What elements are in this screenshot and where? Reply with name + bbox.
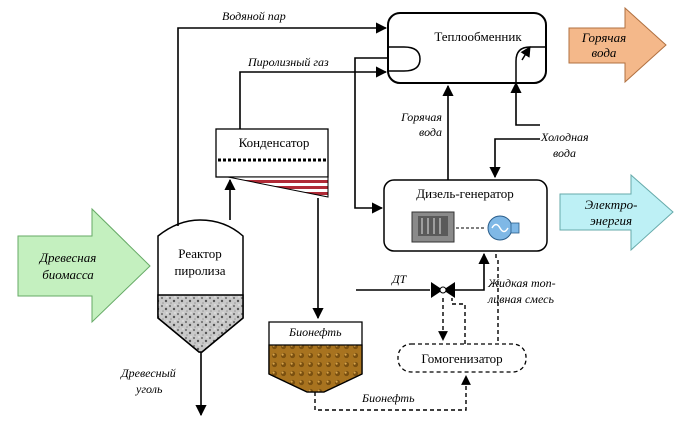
- biomass-big-arrow: Древесная биомасса: [17, 207, 151, 324]
- heat-exchanger-box: Теплообменник: [387, 12, 547, 84]
- hot-water-arrow-label-2: вода: [592, 45, 617, 60]
- homogenizer-label: Гомогенизатор: [421, 351, 502, 366]
- condenser-box: Конденсатор: [215, 128, 329, 198]
- reactor-label-2: пиролиза: [174, 263, 225, 278]
- hot-water-flow-label-2: вода: [419, 125, 442, 139]
- diesel-generator-box: Дизель-генератор: [383, 179, 548, 252]
- liquid-fuel-label-2: ливная смесь: [487, 292, 554, 306]
- charcoal-label-2: уголь: [135, 382, 163, 396]
- homogenizer-box: Гомогенизатор: [397, 343, 527, 373]
- flow-lines: [177, 22, 540, 417]
- bio-oil-flow-label: Бионефть: [361, 391, 415, 405]
- electricity-arrow-label-2: энергия: [590, 213, 632, 228]
- electricity-big-arrow: Электро- энергия: [559, 173, 674, 252]
- cold-water-label-2: вода: [553, 146, 576, 160]
- three-way-valve: [431, 282, 455, 298]
- dt-label: ДТ: [391, 272, 408, 286]
- charcoal-label-1: Древесный: [120, 366, 176, 380]
- condenser-label: Конденсатор: [239, 135, 310, 150]
- dashed-flows: [314, 254, 499, 411]
- biomass-arrow-label-1: Древесная: [38, 250, 97, 265]
- cold-water-label-1: Холодная: [540, 130, 589, 144]
- electricity-arrow-label-1: Электро-: [585, 197, 638, 212]
- hot-water-flow-label-1: Горячая: [400, 110, 442, 124]
- heat-exchanger-label: Теплообменник: [434, 29, 522, 44]
- pyrolysis-gas-label: Пиролизный газ: [247, 55, 329, 69]
- diesel-generator-label: Дизель-генератор: [416, 186, 514, 201]
- liquid-fuel-label-1: Жидкая топ-: [487, 276, 556, 290]
- bio-oil-tank: Бионефть: [268, 321, 363, 393]
- bio-oil-tank-label: Бионефть: [288, 325, 342, 339]
- reactor-vessel: Реактор пиролиза: [157, 219, 244, 353]
- hot-water-arrow-label-1: Горячая: [581, 30, 626, 45]
- biomass-arrow-label-2: биомасса: [42, 267, 94, 282]
- reactor-label-1: Реактор: [178, 246, 221, 261]
- steam-label: Водяной пар: [222, 9, 286, 23]
- hot-water-big-arrow: Горячая вода: [568, 6, 667, 84]
